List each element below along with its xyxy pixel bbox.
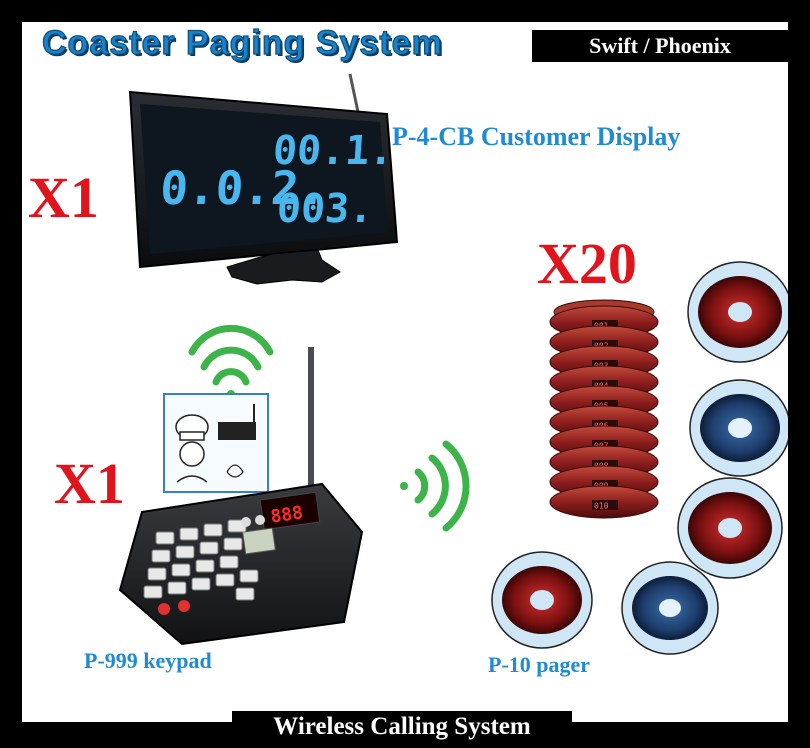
wifi-signal-icon <box>188 324 274 398</box>
pager-stack-screen <box>592 440 618 450</box>
display-antenna <box>348 73 360 113</box>
pager-stack-screen <box>592 460 618 470</box>
product-illustration: 0.0.2. 00.1. 003. <box>118 73 788 655</box>
keypad-red-button-2 <box>178 600 190 612</box>
keypad-label: P-999 keypad <box>84 648 212 673</box>
pager-stack-screen <box>592 400 618 410</box>
pager-quantity: X20 <box>537 231 637 296</box>
pager-stack-screen <box>592 340 618 350</box>
chef-illustration <box>163 393 269 493</box>
keypad-quantity: X1 <box>54 451 125 516</box>
display-digits-top-right: 00.1. <box>271 128 395 174</box>
keypad-screen-digits: 888 <box>269 502 304 527</box>
pager-stack-screen <box>592 360 618 370</box>
keypad-keys <box>143 519 259 601</box>
pager-red-right <box>677 477 783 579</box>
pager-label: P-10 pager <box>488 652 591 677</box>
page-title: Coaster Paging System <box>41 23 443 62</box>
display-digits-bottom-right: 003. <box>275 186 375 232</box>
display-stand <box>226 249 341 285</box>
display-panel <box>140 104 388 254</box>
pager-stack-screen <box>592 320 618 330</box>
pager-stack-screen <box>592 480 618 490</box>
display-quantity: X1 <box>28 165 99 230</box>
keypad-device: 888 <box>118 347 364 646</box>
pager-stack-screen <box>592 500 618 510</box>
keypad-body <box>118 482 364 646</box>
display-label: P-4-CB Customer Display <box>392 122 681 151</box>
keypad-lcd <box>242 527 276 555</box>
customer-display-device: 0.0.2. 00.1. 003. <box>128 73 399 285</box>
brand-badge: Swift / Phoenix <box>532 30 788 62</box>
pager-stack-number: 010 <box>594 502 609 511</box>
pager-stack: 001002003004005006007008009010 <box>549 299 659 519</box>
pager-blue-bottom <box>621 561 719 655</box>
display-digits-left: 0.0.2. <box>159 161 329 215</box>
pager-red-bottom <box>491 551 593 649</box>
pager-blue-right <box>689 379 788 477</box>
signal-waves-icon <box>400 440 470 532</box>
footer-banner: Wireless Calling System <box>232 711 572 743</box>
keypad-red-button-1 <box>158 603 170 615</box>
keypad-antenna <box>308 347 314 507</box>
pager-stack-screen <box>592 380 618 390</box>
product-canvas: Coaster Paging System Swift / Phoenix <box>22 22 788 722</box>
pager-stack-screen <box>592 420 618 430</box>
pager-red-top-right <box>687 261 788 363</box>
